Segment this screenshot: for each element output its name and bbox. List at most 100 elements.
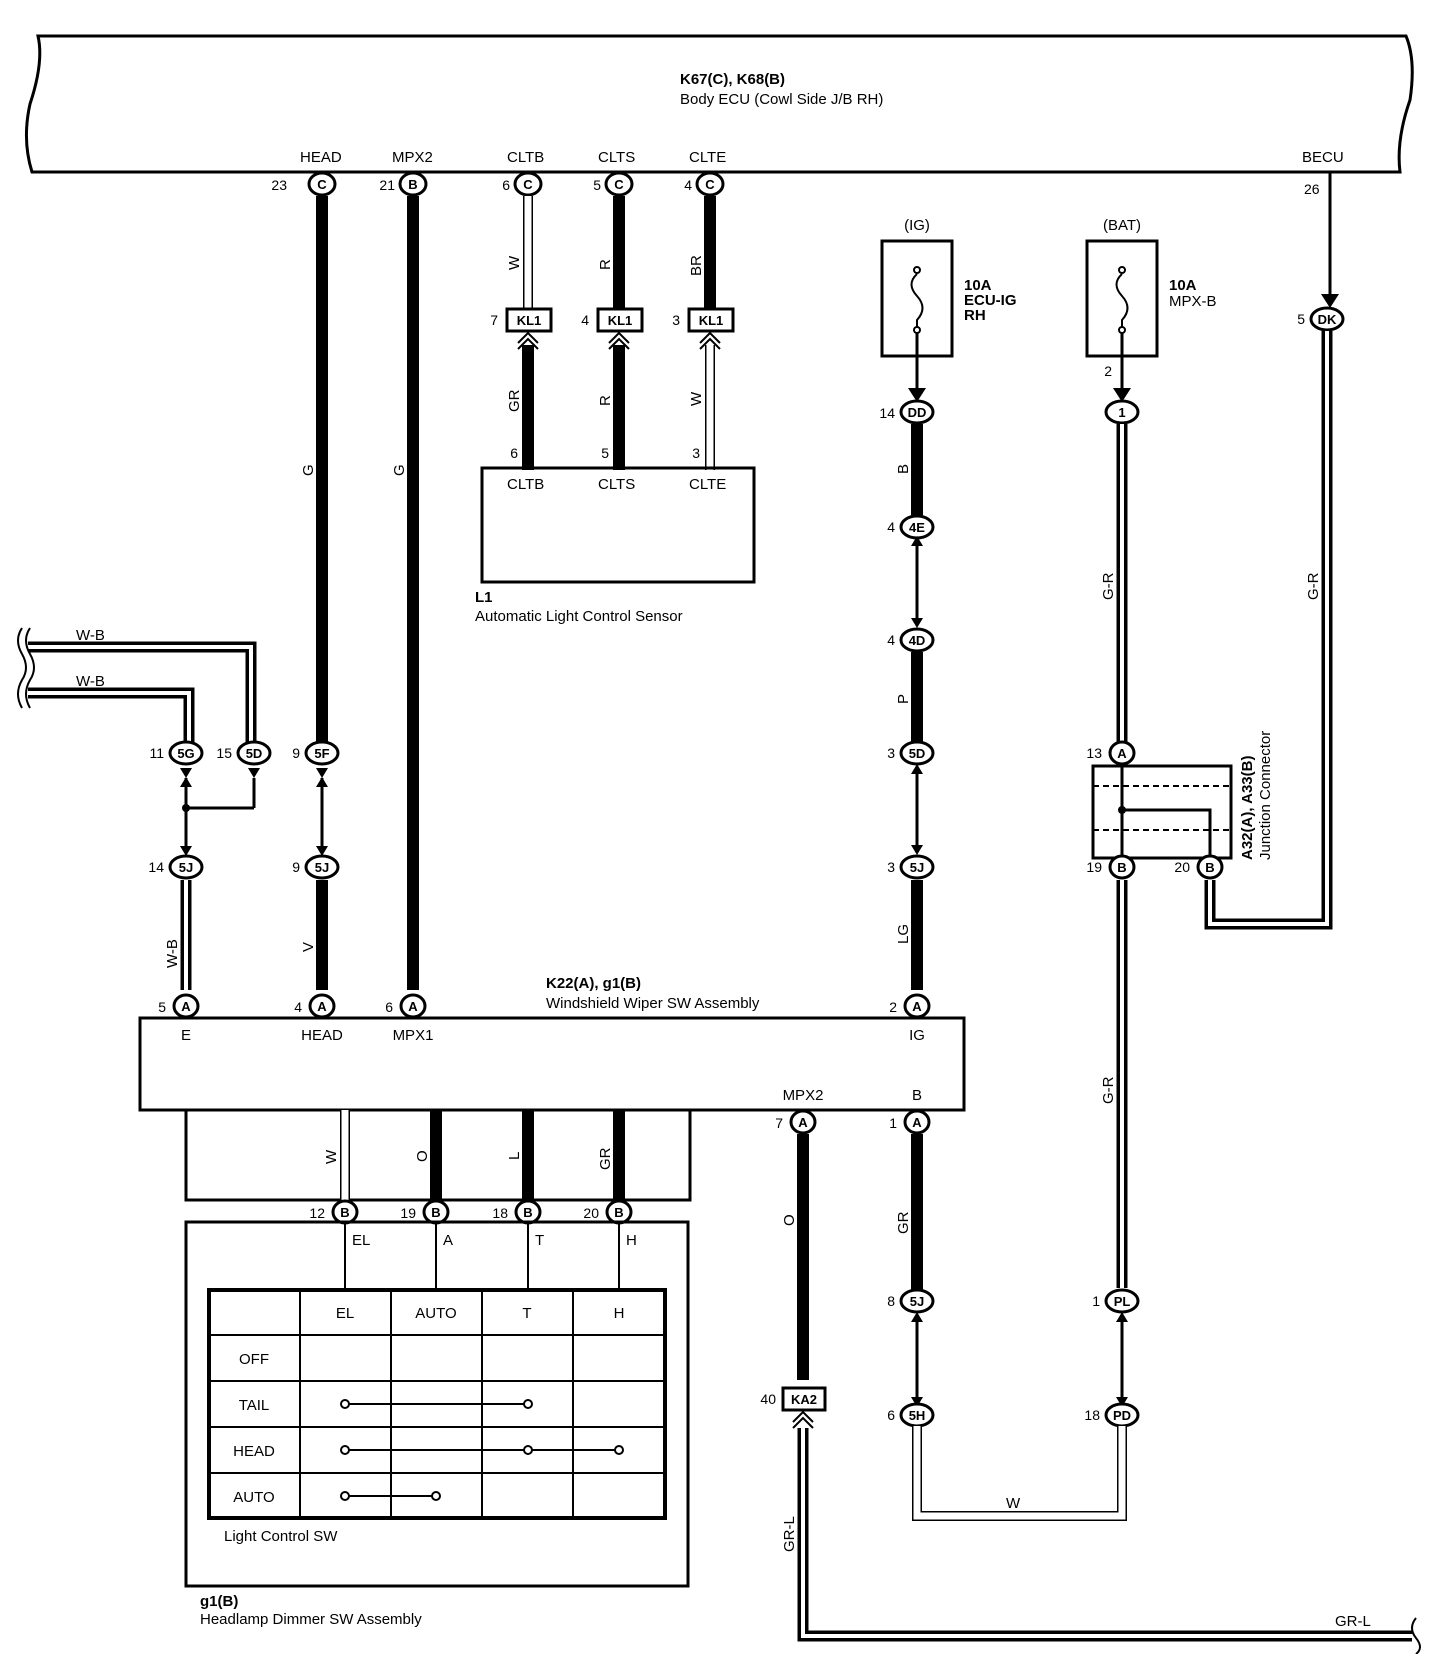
sw-row-off: OFF [239, 1351, 269, 1368]
pin-5j-right: 3 [887, 859, 895, 875]
wc-lg: LG [895, 924, 912, 944]
wiper-letter-head: A [317, 999, 327, 1014]
sensor-pin-clts: 5 [601, 445, 609, 461]
wc-clts-top: R [597, 259, 614, 270]
ecu-term-head: HEAD [300, 149, 342, 166]
wc-head-low: V [300, 942, 317, 952]
ecu-term-mpx2: MPX2 [392, 149, 433, 166]
pin-5j-b: 9 [292, 859, 300, 875]
wiper-term-mpx2: MPX2 [783, 1087, 824, 1104]
wc-g-r-2: G-R [1305, 572, 1322, 600]
ecu-conn-cltb: C [523, 177, 533, 192]
conn-5h: 5H [909, 1408, 926, 1423]
ig-chain: 14 DD B 4 4E 4 4D P 3 5D 3 5J LG [879, 399, 935, 990]
dim-term-t: T [535, 1232, 544, 1249]
wiper-letter-mpx2: A [798, 1115, 808, 1130]
kl1-connectors: KL1 7 KL1 4 KL1 3 [490, 307, 735, 350]
kl1-label-2: KL1 [608, 313, 633, 328]
jc-name: Junction Connector [1257, 731, 1274, 860]
ecu-conn-clts: C [614, 177, 624, 192]
dim-pin-t: 18 [492, 1205, 508, 1221]
pin-5h: 6 [887, 1407, 895, 1423]
wc-cltb-bot: GR [506, 389, 523, 412]
conn-5j-b: 5J [315, 860, 329, 875]
wc-clts-bot: R [597, 395, 614, 406]
conn-5d-right: 5D [909, 746, 926, 761]
wc-dd: B [895, 464, 912, 474]
pin-5f: 9 [292, 745, 300, 761]
wc-sw-gr: GR [597, 1147, 614, 1170]
sw-head-link [340, 1445, 624, 1455]
sensor-code: L1 [475, 589, 493, 606]
jc-letter-b19: B [1117, 860, 1126, 875]
pin-dk: 5 [1297, 311, 1305, 327]
ecu-conn-head: C [317, 177, 327, 192]
wc-gr-right: GR [895, 1211, 912, 1234]
dim-pin-a: 19 [400, 1205, 416, 1221]
dimmer-b-pins: 12 B 19 B 18 B 20 B [309, 1199, 633, 1225]
fuse-ig-group: (IG) [904, 217, 930, 234]
dimmer-assembly: EL A T H EL AUTO T H OFF TAIL HEAD AUTO [184, 1220, 690, 1628]
kl1-label-1: KL1 [517, 313, 542, 328]
sw-row-head: HEAD [233, 1443, 275, 1460]
body-ecu: K67(C), K68(B) Body ECU (Cowl Side J/B R… [24, 34, 1414, 174]
fuse-ig-name1: ECU-IG [964, 292, 1017, 309]
pin-dd: 14 [879, 405, 895, 421]
conn-pd: PD [1113, 1408, 1131, 1423]
wc-mpx2: G [391, 464, 408, 476]
pin-4e: 4 [887, 519, 895, 535]
wiper-code: K22(A), g1(B) [546, 975, 641, 992]
ig-fuse: (IG) 10A ECU-IG RH [880, 217, 1017, 402]
jc-pin-b19: 19 [1086, 859, 1102, 875]
wc-sw-o: O [414, 1150, 431, 1162]
pin-5d-left: 15 [216, 745, 232, 761]
wc-sw-l: L [506, 1152, 523, 1160]
wiper-pin-mpx1: 6 [385, 999, 393, 1015]
ecu-pins: 23 C 21 B 6 C 5 C 4 C 26 [271, 171, 1320, 197]
pin-5g: 11 [149, 745, 164, 761]
ecu-conn-mpx2: B [408, 177, 417, 192]
conn-5j-right: 5J [910, 860, 924, 875]
dim-pin-h: 20 [583, 1205, 599, 1221]
sensor-wires [522, 196, 716, 470]
kl1-pin-clte: 3 [672, 312, 680, 328]
sensor-term-cltb: CLTB [507, 476, 544, 493]
bat-chain: 1 G-R [1100, 399, 1140, 742]
dim-letter-a: B [431, 1205, 440, 1220]
pin-5d-right: 3 [887, 745, 895, 761]
wiper-term-ig: IG [909, 1027, 925, 1044]
conn-bat-1: 1 [1118, 405, 1125, 420]
fuse-bat-name1: MPX-B [1169, 293, 1217, 310]
sw-col-el: EL [336, 1305, 354, 1322]
wc-head: G [300, 464, 317, 476]
wiper-letter-mpx1: A [408, 999, 418, 1014]
fuse-ig-rating: 10A [964, 277, 992, 294]
ecu-conn-clte: C [705, 177, 715, 192]
wc-sw-w: W [323, 1149, 340, 1164]
dim-letter-el: B [340, 1205, 349, 1220]
kl1-pin-cltb: 7 [490, 312, 498, 328]
light-sw-name: Light Control SW [224, 1528, 338, 1545]
sw-col-t: T [522, 1305, 531, 1322]
bat-fuse: (BAT) 10A MPX-B 2 [1085, 217, 1217, 402]
ecu-term-clte: CLTE [689, 149, 726, 166]
bat-lower-chain: G-R 1 PL 18 PD [1084, 880, 1140, 1428]
ecu-term-becu: BECU [1302, 149, 1344, 166]
kl1-label-3: KL1 [699, 313, 724, 328]
dimmer-name: Headlamp Dimmer SW Assembly [200, 1611, 422, 1628]
fuse-bat-group: (BAT) [1103, 217, 1141, 234]
sw-col-auto: AUTO [415, 1305, 456, 1322]
ecu-pin-clte: 4 [684, 177, 692, 193]
sensor-pin-clte: 3 [692, 445, 700, 461]
ecu-pin-mpx2: 21 [379, 177, 395, 193]
conn-dk: DK [1318, 312, 1337, 327]
wiper-pin-b: 1 [889, 1115, 897, 1131]
dim-term-el: EL [352, 1232, 370, 1249]
sensor-pin-cltb: 6 [510, 445, 518, 461]
wc-4d: P [895, 694, 912, 704]
b-terminal-chain: GR 8 5J 6 5H W [887, 1134, 1127, 1521]
wc-clte-bot: W [688, 391, 705, 406]
wc-wb3: W-B [164, 939, 181, 968]
wc-grl-v: GR-L [781, 1516, 798, 1552]
dimmer-wires: W O L GR [184, 1108, 692, 1202]
